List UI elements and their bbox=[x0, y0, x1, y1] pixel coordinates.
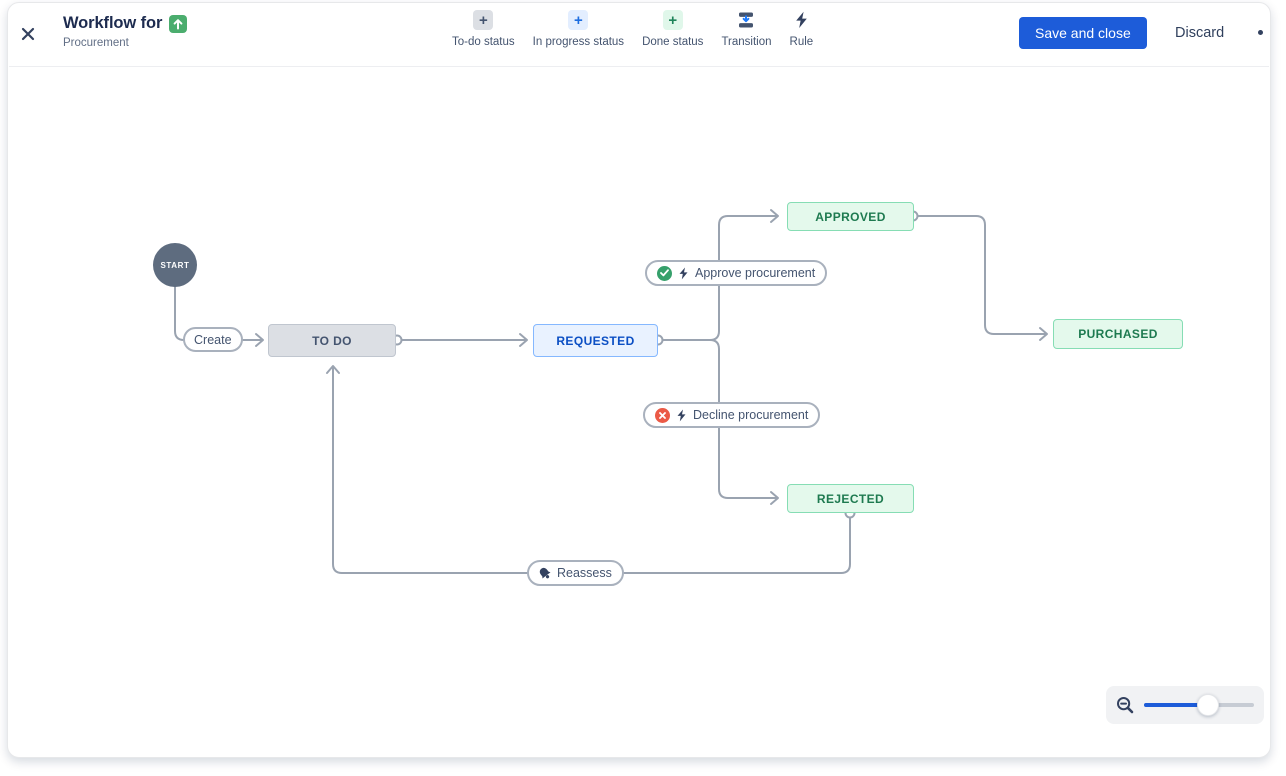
approve-check-icon bbox=[657, 265, 672, 281]
zoom-control bbox=[1106, 686, 1264, 724]
lightning-bolt-icon bbox=[676, 409, 687, 422]
transition-icon bbox=[736, 10, 756, 30]
plus-icon: + bbox=[568, 10, 589, 30]
decline-cross-icon bbox=[655, 407, 670, 423]
window-card bbox=[7, 2, 1271, 758]
header-divider bbox=[9, 66, 1269, 67]
status-node-requested[interactable]: REQUESTED bbox=[533, 324, 658, 357]
toolbar-item-done-status[interactable]: + Done status bbox=[642, 10, 704, 48]
transition-pill-decline-procurement[interactable]: Decline procurement bbox=[643, 402, 821, 428]
zoom-slider-thumb[interactable] bbox=[1196, 694, 1219, 716]
toolbar-item-rule[interactable]: Rule bbox=[790, 10, 813, 48]
bell-icon bbox=[536, 564, 553, 582]
toolbar-item-in-progress-status[interactable]: + In progress status bbox=[532, 10, 625, 48]
zoom-out-button[interactable] bbox=[1106, 686, 1144, 724]
editor-toolbar: + To-do status + In progress status + Do… bbox=[452, 10, 813, 48]
save-and-close-button[interactable]: Save and close bbox=[1019, 17, 1147, 49]
lightning-bolt-icon bbox=[791, 10, 811, 30]
plus-icon: + bbox=[473, 10, 494, 30]
close-icon bbox=[21, 27, 35, 41]
toolbar-item-transition[interactable]: Transition bbox=[721, 10, 772, 48]
page-title: Workflow for bbox=[63, 14, 188, 33]
discard-button[interactable]: Discard bbox=[1163, 17, 1236, 49]
status-node-approved[interactable]: APPROVED bbox=[787, 202, 914, 231]
zoom-slider[interactable] bbox=[1144, 694, 1254, 716]
workflow-subtitle: Procurement bbox=[63, 37, 129, 49]
transition-pill-reassess[interactable]: Reassess bbox=[527, 560, 624, 586]
more-options-dot[interactable] bbox=[1258, 30, 1263, 35]
improvement-issue-type-icon bbox=[169, 14, 188, 33]
zoom-out-icon bbox=[1116, 696, 1133, 713]
status-node-rejected[interactable]: REJECTED bbox=[787, 484, 914, 513]
close-button[interactable] bbox=[17, 23, 39, 45]
plus-icon: + bbox=[662, 10, 683, 30]
lightning-bolt-icon bbox=[678, 267, 689, 280]
status-node-purchased[interactable]: PURCHASED bbox=[1053, 319, 1183, 349]
transition-pill-create[interactable]: Create bbox=[183, 327, 243, 352]
transition-pill-approve-procurement[interactable]: Approve procurement bbox=[645, 260, 828, 286]
workflow-title-text: Workflow for bbox=[63, 14, 163, 32]
start-node[interactable]: START bbox=[153, 243, 197, 287]
zoom-slider-fill bbox=[1144, 703, 1208, 707]
toolbar-item-todo-status[interactable]: + To-do status bbox=[452, 10, 515, 48]
status-node-todo[interactable]: TO DO bbox=[268, 324, 396, 357]
